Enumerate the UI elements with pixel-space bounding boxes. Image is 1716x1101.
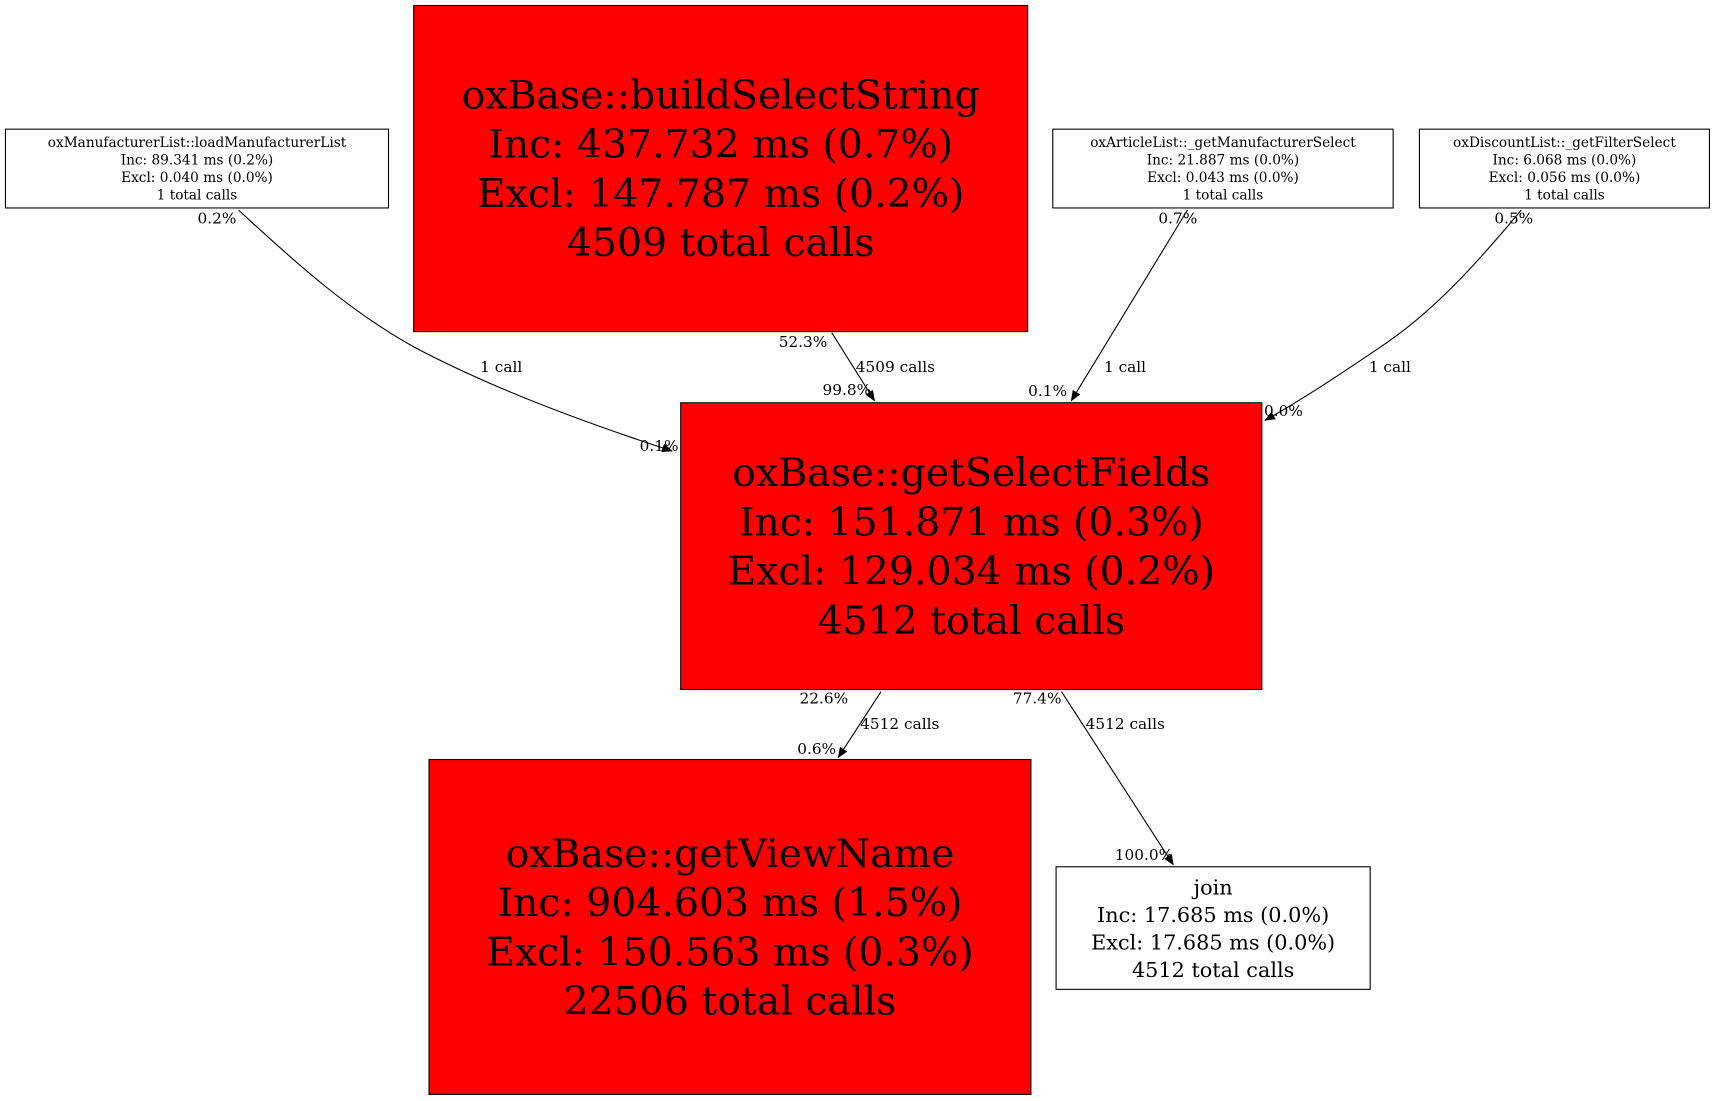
call-edge: 77.4% 4512 calls 100.0%: [1013, 690, 1174, 866]
edge-arrow: [1061, 691, 1174, 866]
edge-call-count: 4512 calls: [860, 715, 939, 733]
node-box: [1055, 866, 1371, 990]
node-inclusive-time: Inc: 6.068 ms (0.0%): [1492, 153, 1636, 169]
node-inclusive-time: Inc: 89.341 ms (0.2%): [121, 153, 274, 169]
node-total-calls: 22506 total calls: [564, 979, 897, 1025]
node-function-name: oxBase::getViewName: [506, 831, 955, 877]
call-edge: 22.6% 4512 calls 0.6%: [797, 690, 940, 759]
graph-node[interactable]: oxArticleList::_getManufacturerSelectInc…: [1052, 128, 1394, 209]
edge-tail-percent: 22.6%: [799, 690, 848, 708]
call-edge: 52.3% 4509 calls 99.8%: [779, 332, 935, 402]
edge-call-count: 1 call: [1104, 358, 1146, 376]
node-total-calls: 4512 total calls: [1132, 958, 1294, 982]
node-function-name: join: [1192, 876, 1233, 900]
call-edge: 0.7% 1 call 0.1%: [1028, 209, 1197, 402]
edge-head-percent: 0.0%: [1264, 402, 1303, 420]
edge-tail-percent: 77.4%: [1013, 690, 1062, 708]
edge-head-percent: 99.8%: [822, 381, 871, 399]
edge-arrow: [837, 691, 882, 759]
edge-head-percent: 0.1%: [1028, 382, 1067, 400]
node-box: [680, 402, 1263, 691]
node-function-name: oxArticleList::_getManufacturerSelect: [1090, 135, 1356, 151]
node-inclusive-time: Inc: 17.685 ms (0.0%): [1097, 903, 1329, 927]
nodes: oxManufacturerList::loadManufacturerList…: [4, 4, 1710, 1095]
node-total-calls: 1 total calls: [1524, 188, 1605, 204]
node-box: [428, 758, 1032, 1095]
node-total-calls: 4512 total calls: [817, 598, 1125, 644]
node-box: [1418, 128, 1710, 209]
node-exclusive-time: Excl: 0.040 ms (0.0%): [121, 170, 273, 186]
edges: 0.2% 1 call 0.1% 52.3% 4509 calls 99.8% 0.7% 1 …: [197, 209, 1533, 866]
node-exclusive-time: Excl: 17.685 ms (0.0%): [1091, 930, 1335, 954]
edge-tail-percent: 0.5%: [1494, 209, 1533, 227]
node-total-calls: 4509 total calls: [567, 220, 875, 266]
node-function-name: oxDiscountList::_getFilterSelect: [1453, 135, 1676, 151]
node-exclusive-time: Excl: 147.787 ms (0.2%): [477, 171, 965, 217]
edge-head-percent: 100.0%: [1115, 846, 1173, 864]
node-total-calls: 1 total calls: [157, 188, 238, 204]
node-inclusive-time: Inc: 904.603 ms (1.5%): [498, 880, 963, 926]
node-function-name: oxBase::buildSelectString: [462, 72, 980, 118]
node-inclusive-time: Inc: 437.732 ms (0.7%): [488, 122, 953, 168]
node-exclusive-time: Excl: 129.034 ms (0.2%): [727, 549, 1215, 595]
node-box: [413, 4, 1029, 333]
node-exclusive-time: Excl: 0.056 ms (0.0%): [1489, 170, 1641, 186]
edge-arrow: [1264, 209, 1522, 421]
call-edge: 0.2% 1 call 0.1%: [197, 209, 678, 455]
node-box: [4, 128, 390, 209]
edge-arrow: [238, 209, 673, 453]
node-box: [1052, 128, 1394, 209]
edge-call-count: 1 call: [480, 358, 522, 376]
node-inclusive-time: Inc: 21.887 ms (0.0%): [1147, 153, 1300, 169]
call-edge: 0.5% 1 call 0.0%: [1264, 209, 1533, 421]
edge-call-count: 1 call: [1369, 358, 1411, 376]
edge-arrow: [831, 332, 875, 402]
node-function-name: oxBase::getSelectFields: [732, 450, 1210, 496]
edge-call-count: 4509 calls: [856, 358, 935, 376]
edge-head-percent: 0.1%: [640, 437, 679, 455]
graph-node[interactable]: oxManufacturerList::loadManufacturerList…: [4, 128, 390, 209]
node-inclusive-time: Inc: 151.871 ms (0.3%): [739, 499, 1204, 545]
edge-arrow: [1070, 209, 1188, 402]
edge-tail-percent: 0.7%: [1158, 209, 1197, 227]
edge-tail-percent: 0.2%: [197, 209, 236, 227]
node-total-calls: 1 total calls: [1183, 188, 1264, 204]
node-function-name: oxManufacturerList::loadManufacturerList: [48, 135, 347, 151]
edge-tail-percent: 52.3%: [779, 333, 828, 351]
node-exclusive-time: Excl: 150.563 ms (0.3%): [486, 929, 974, 975]
node-exclusive-time: Excl: 0.043 ms (0.0%): [1147, 170, 1299, 186]
edge-call-count: 4512 calls: [1086, 715, 1165, 733]
edge-head-percent: 0.6%: [797, 740, 836, 758]
